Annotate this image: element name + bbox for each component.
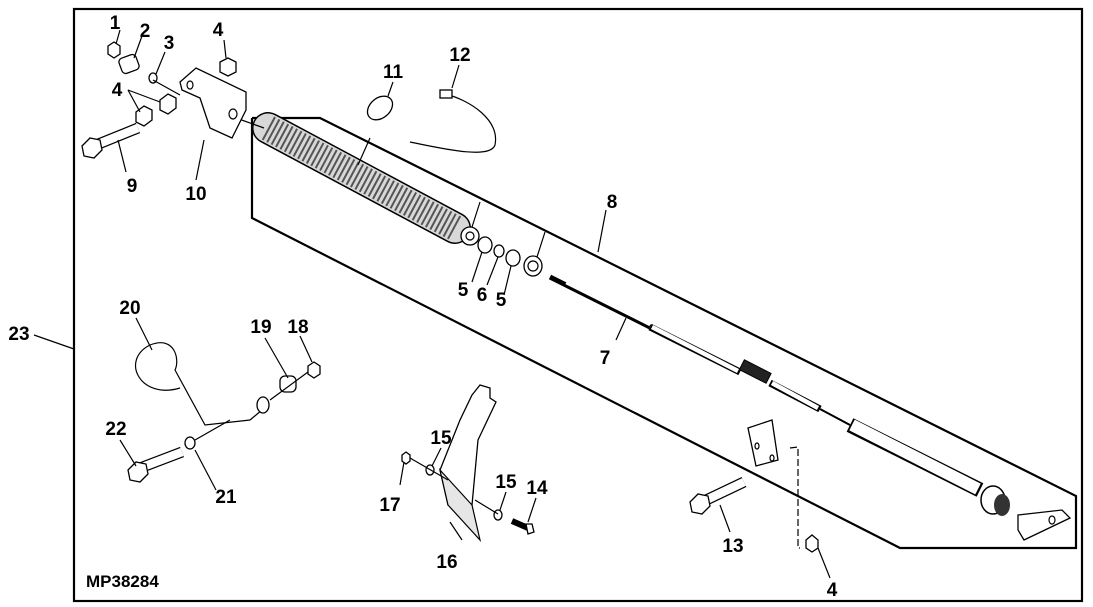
- callout-5: 5: [496, 290, 507, 311]
- bolt-13: [689, 477, 747, 515]
- lock-nut-star: [523, 255, 543, 277]
- callout-4: 4: [213, 20, 224, 41]
- callout-11: 11: [383, 62, 404, 83]
- nut-4a: [159, 93, 177, 115]
- leader-8-locknut: [536, 231, 546, 258]
- diagram-frame: [72, 7, 1084, 603]
- callout-9: 9: [127, 176, 138, 197]
- callout-15: 15: [430, 428, 452, 449]
- washer-5a: [477, 236, 493, 254]
- washer-5b: [505, 249, 521, 267]
- leader-13: [719, 504, 731, 533]
- callout-6: 6: [477, 285, 488, 306]
- leader-10: [195, 139, 205, 181]
- leader-22: [119, 439, 137, 467]
- callout-16: 16: [436, 552, 457, 573]
- jam-nut: [460, 226, 480, 246]
- callout-20: 20: [119, 298, 140, 319]
- spacer-2: [118, 53, 140, 75]
- bracket-16: [439, 384, 497, 506]
- cable-tie-12: [409, 93, 497, 153]
- assembly-8-outline: [250, 116, 1078, 550]
- callout-14: 14: [526, 478, 548, 499]
- callout-4: 4: [827, 580, 838, 601]
- clamp-11: [366, 95, 394, 121]
- callout-5: 5: [458, 280, 469, 301]
- bolt-9: [81, 122, 141, 159]
- leader-6: [486, 256, 499, 286]
- leader-5b: [503, 265, 512, 296]
- leader-8-nut: [471, 201, 481, 228]
- leader-16: [449, 521, 463, 541]
- leader-5a: [471, 251, 483, 283]
- bolt-22: [127, 446, 184, 483]
- leader-21: [194, 449, 217, 491]
- callout-3: 3: [164, 33, 175, 54]
- callout-1: 1: [110, 13, 121, 34]
- leader-7: [615, 317, 627, 341]
- reference-id: MP38284: [86, 572, 159, 591]
- bolt-14: [510, 518, 535, 535]
- callout-17: 17: [379, 495, 400, 516]
- spring: [252, 112, 471, 244]
- callout-15: 15: [495, 472, 517, 493]
- control-cable: [548, 274, 1072, 541]
- callout-23: 23: [8, 324, 29, 345]
- nut-1: [107, 41, 121, 59]
- callout-4: 4: [112, 80, 123, 101]
- callout-12: 12: [449, 45, 470, 66]
- leader-8: [597, 209, 607, 253]
- washer-21: [184, 436, 196, 450]
- leader-20: [135, 317, 153, 351]
- leader-23: [33, 334, 75, 350]
- callout-10: 10: [185, 184, 206, 205]
- callout-13: 13: [722, 536, 743, 557]
- nut-18: [307, 361, 321, 379]
- bracket-13: [747, 419, 779, 467]
- washer-6: [493, 244, 505, 258]
- bracket-10: [179, 67, 247, 139]
- nut-4c: [805, 534, 819, 553]
- callout-7: 7: [600, 348, 611, 369]
- callout-18: 18: [287, 317, 308, 338]
- nut-4-top: [219, 57, 237, 77]
- washer-15b: [493, 509, 503, 521]
- callout-22: 22: [105, 419, 126, 440]
- callout-21: 21: [215, 487, 237, 508]
- spring-rod-20: [135, 342, 269, 426]
- callout-2: 2: [140, 21, 151, 42]
- callout-19: 19: [250, 317, 271, 338]
- spacer-19: [279, 375, 297, 393]
- leader-8-spring: [357, 137, 371, 166]
- nut-17: [401, 451, 411, 465]
- leader-9: [117, 139, 127, 173]
- callout-8: 8: [607, 192, 618, 213]
